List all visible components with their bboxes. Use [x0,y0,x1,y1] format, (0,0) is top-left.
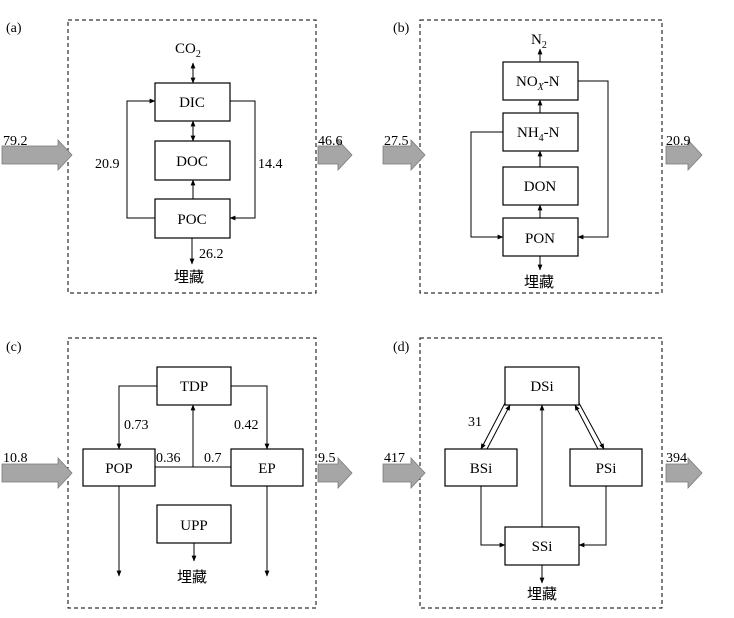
don-label: DON [524,179,557,195]
nh4-label: NH4-N [517,125,560,144]
burial-label: 埋藏 [527,585,557,603]
panel-b: (b) 27.5 20.9 N2 NOX-N NH4-N DON PON 埋藏 [382,19,703,294]
tdp-pop-arrow [116,385,157,450]
poc-label: POC [177,212,206,228]
dsi-bsi-value: 31 [468,415,482,430]
co2-label: CO2 [175,41,201,60]
panel-c: (c) 10.8 9.5 TDP POP EP UPP 0.73 0.42 0.… [1,337,353,609]
pon-label: PON [525,231,555,247]
nox-label: NOX-N [516,74,560,93]
output-arrow [665,456,703,490]
ssi-label: SSi [532,539,553,555]
don-box [502,166,579,206]
dsi-label: DSi [530,379,553,395]
panel-c-label: (c) [6,340,22,355]
panel-d: (d) 417 394 DSi BSi PSi SSi 31 埋藏 [382,337,703,609]
psi-box [569,448,643,487]
nox-box [502,61,579,101]
pop-tdp-value: 0.36 [156,451,181,466]
burial-label: 埋藏 [177,568,207,586]
bsi-box [444,448,518,487]
bsi-ssi-arrow [480,486,506,548]
tdp-pop-value: 0.73 [124,418,149,433]
psi-label: PSi [596,461,617,477]
pop-label: POP [105,461,133,477]
tdp-ep-value: 0.42 [234,418,259,433]
dsi-psi-arrow [578,402,605,450]
tdp-ep-arrow [231,385,270,450]
panel-d-label: (d) [393,340,410,355]
input-value: 10.8 [3,451,28,466]
input-arrow [382,138,426,172]
panel-b-label: (b) [393,21,410,36]
left-flow-value: 20.9 [95,157,120,172]
burial-label: 埋藏 [524,273,554,291]
nh4-box [502,112,579,152]
dsi-bsi-arrow [480,402,506,450]
panel-a: (a) 79.2 46.6 CO2 DIC DOC POC 20.9 14.4 … [1,19,353,294]
ep-label: EP [258,461,276,477]
poc-dic-loop-arrow [126,98,156,219]
ep-tdp-value: 0.7 [204,451,222,466]
output-arrow [317,456,353,490]
dsi-box [504,366,580,406]
upp-label: UPP [180,518,208,534]
input-arrow [382,456,426,490]
dic-label: DIC [179,95,205,111]
input-value: 79.2 [3,134,28,149]
output-value: 20.9 [666,134,691,149]
input-arrow [1,456,73,490]
bsi-label: BSi [470,461,493,477]
tdp-box [156,366,232,406]
output-arrow [665,138,703,172]
tdp-label: TDP [180,379,208,395]
panel-a-label: (a) [6,21,22,36]
output-arrow [317,138,353,172]
poc-box [154,198,231,239]
psi-dsi-arrow [574,404,599,450]
output-value: 9.5 [318,451,336,466]
doc-label: DOC [176,154,208,170]
output-value: 46.6 [318,134,343,149]
output-value: 394 [666,451,687,466]
input-value: 417 [384,451,405,466]
right-flow-value: 14.4 [258,157,283,172]
nh4-pon-loop-arrow [470,131,504,240]
input-arrow [1,138,73,172]
dic-poc-loop-arrow [229,100,256,221]
n2-label: N2 [531,32,547,51]
burial-label: 埋藏 [174,268,204,286]
input-value: 27.5 [384,134,409,149]
nox-pon-loop-arrow [577,80,609,240]
psi-ssi-arrow [578,486,607,548]
panel-b-frame [419,19,663,294]
burial-value: 26.2 [199,247,224,262]
doc-box [154,140,231,181]
bsi-dsi-arrow [486,404,511,450]
